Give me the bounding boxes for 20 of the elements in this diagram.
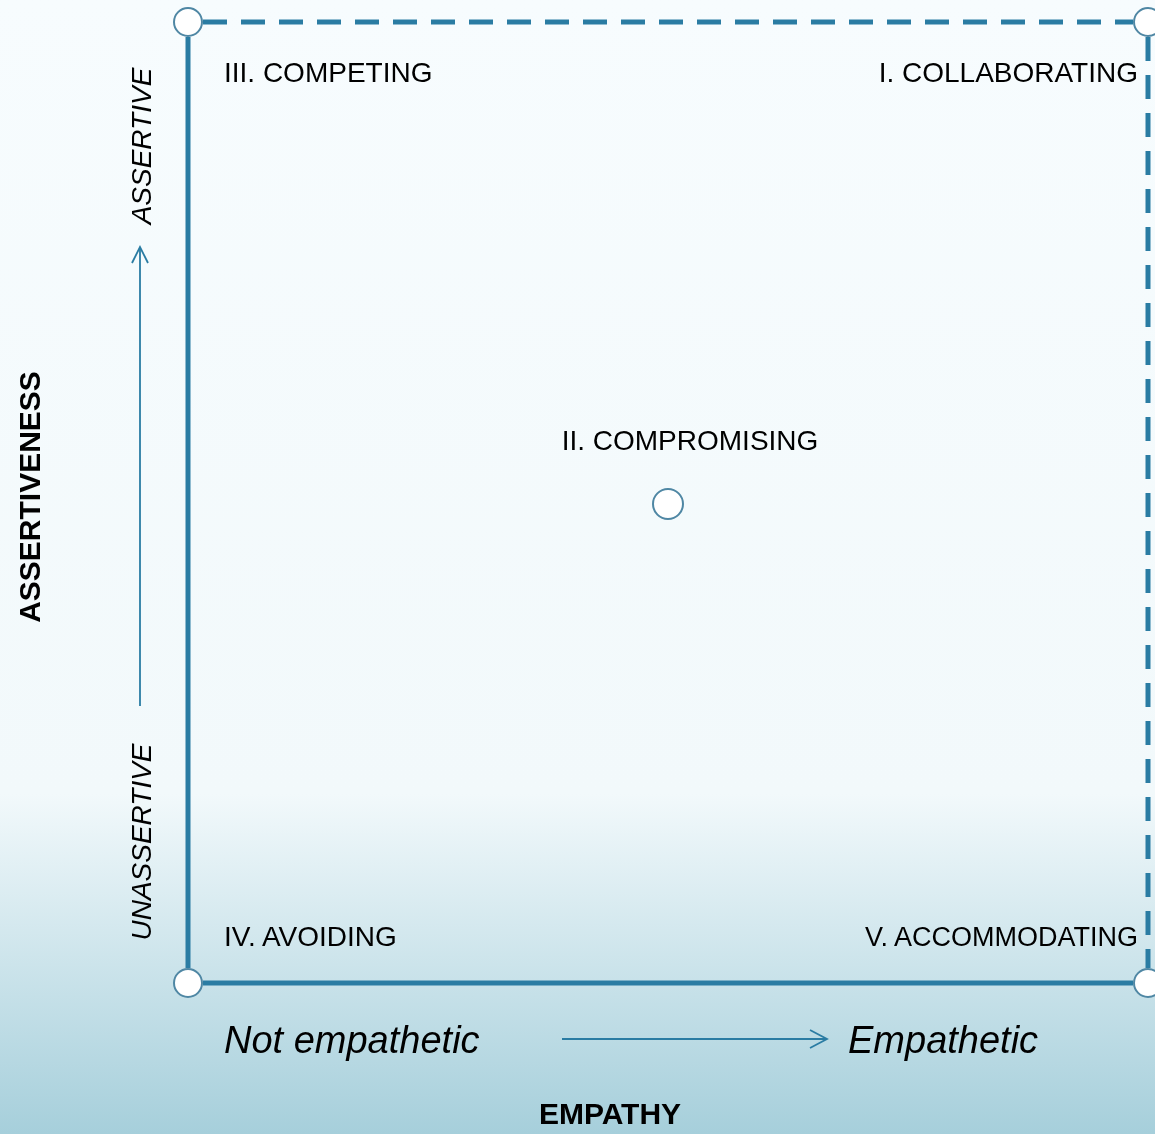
point-marker (1133, 7, 1155, 37)
border-line (1145, 37, 1151, 968)
quadrant-label: IV. AVOIDING (224, 923, 397, 951)
quadrant-label: III. COMPETING (224, 59, 433, 87)
axis-end-label: UNASSERTIVE (128, 743, 156, 941)
border-line (185, 37, 191, 968)
point-marker (173, 968, 203, 998)
border-line (203, 19, 1133, 25)
axis-title: EMPATHY (538, 1099, 682, 1129)
point-marker (173, 7, 203, 37)
axis-end-label: Empathetic (848, 1021, 1039, 1059)
border-line (203, 980, 1133, 986)
point-marker (652, 488, 684, 520)
quadrant-label: I. COLLABORATING (878, 59, 1138, 87)
point-marker (1133, 968, 1155, 998)
axis-end-label: ASSERTIVE (128, 67, 156, 225)
axis-end-label: Not empathetic (224, 1021, 480, 1059)
quadrant-label: II. COMPROMISING (561, 427, 819, 455)
quadrant-label: V. ACCOMMODATING (864, 923, 1138, 951)
axis-title: ASSERTIVENESS (15, 371, 45, 623)
